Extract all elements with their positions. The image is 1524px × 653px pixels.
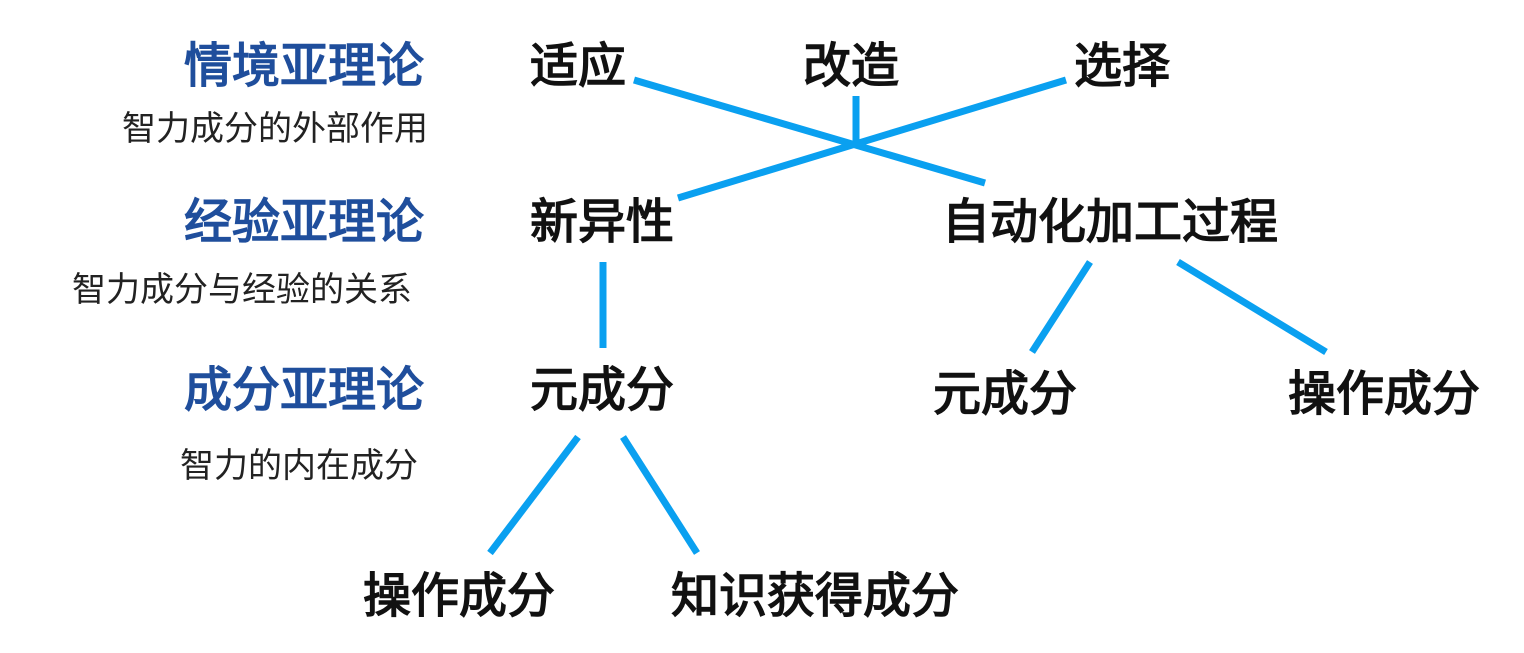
line-select-to-novelty [676, 76, 1068, 202]
node-performance-bottom: 操作成分 [363, 568, 556, 624]
line-automation-to-meta-right [1029, 260, 1093, 354]
node-shape: 改造 [803, 38, 900, 94]
theory-subtitle-componential: 智力的内在成分 [180, 446, 418, 486]
theory-title-contextual: 情境亚理论 [183, 38, 424, 94]
node-automation: 自动化加工过程 [942, 194, 1279, 250]
line-adapt-to-automation [633, 76, 986, 187]
node-meta-right: 元成分 [933, 366, 1078, 422]
node-select: 选择 [1074, 38, 1171, 94]
theory-subtitle-contextual: 智力成分的外部作用 [122, 109, 428, 149]
node-adapt: 适应 [530, 38, 627, 94]
theory-title-componential: 成分亚理论 [183, 362, 424, 418]
theory-title-experiential: 经验亚理论 [183, 194, 424, 250]
node-novelty: 新异性 [530, 194, 675, 250]
line-meta-to-knowledge [620, 435, 700, 555]
line-meta-to-performance [487, 434, 581, 556]
node-meta-left: 元成分 [530, 362, 675, 418]
node-knowledge: 知识获得成分 [671, 568, 960, 624]
line-automation-to-performance-right [1176, 259, 1328, 355]
theory-subtitle-experiential: 智力成分与经验的关系 [72, 270, 412, 310]
node-performance-right: 操作成分 [1288, 366, 1481, 422]
